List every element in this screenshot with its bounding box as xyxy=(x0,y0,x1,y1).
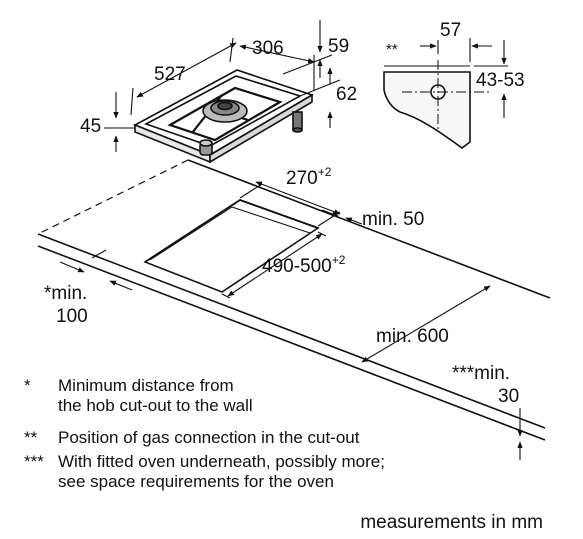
label-min-oven-1: ***min. xyxy=(452,363,510,384)
label-min-front: min. 600 xyxy=(376,326,449,347)
label-min-back: min. 50 xyxy=(362,209,424,230)
note-gas-position: ** Position of gas connection in the cut-… xyxy=(24,428,359,448)
note-wall-distance: * Minimum distance from the hob cut-out t… xyxy=(24,376,253,416)
label-hob-height-total: 62 xyxy=(336,84,357,105)
label-hob-height-top: 59 xyxy=(328,36,349,57)
label-gas-offset: 57 xyxy=(440,20,461,41)
label-hob-depth: 527 xyxy=(154,64,186,85)
hob-front-face xyxy=(209,93,313,164)
note-text: With fitted oven underneath, possibly mo… xyxy=(58,452,385,471)
label-min-wall-1: *min. xyxy=(44,283,87,304)
note-text: the hob cut-out to the wall xyxy=(58,396,253,415)
note-text: Position of gas connection in the cut-ou… xyxy=(58,428,360,447)
note-text: see space requirements for the oven xyxy=(58,472,334,491)
note-text: Minimum distance from xyxy=(58,376,234,395)
gas-inlet-pipe xyxy=(292,111,303,133)
unit-caption: measurements in mm xyxy=(360,512,543,533)
label-cutout-width: 270+2 xyxy=(286,165,332,189)
note-oven-space: *** With fitted oven underneath, possibly… xyxy=(24,452,385,492)
gas-connection-section xyxy=(383,60,490,149)
burner-icon xyxy=(202,99,248,123)
label-min-oven-2: 30 xyxy=(498,386,519,407)
label-hob-width: 306 xyxy=(252,38,284,59)
dimension-labels: 527 306 59 62 45 ** 57 43-53 270+2 min. … xyxy=(44,20,525,407)
label-gas-height: 43-53 xyxy=(476,70,525,91)
label-hob-thickness: 45 xyxy=(80,116,101,137)
hob-cutout xyxy=(143,199,320,293)
label-min-wall-2: 100 xyxy=(56,306,88,327)
note-marker: ** xyxy=(24,428,38,447)
label-cutout-length: 490-500+2 xyxy=(262,253,346,277)
note-marker: *** xyxy=(24,452,44,471)
hob-drawing xyxy=(133,69,314,164)
control-knob-icon xyxy=(199,139,213,156)
label-gas-marker: ** xyxy=(386,41,398,58)
note-marker: * xyxy=(24,376,31,395)
